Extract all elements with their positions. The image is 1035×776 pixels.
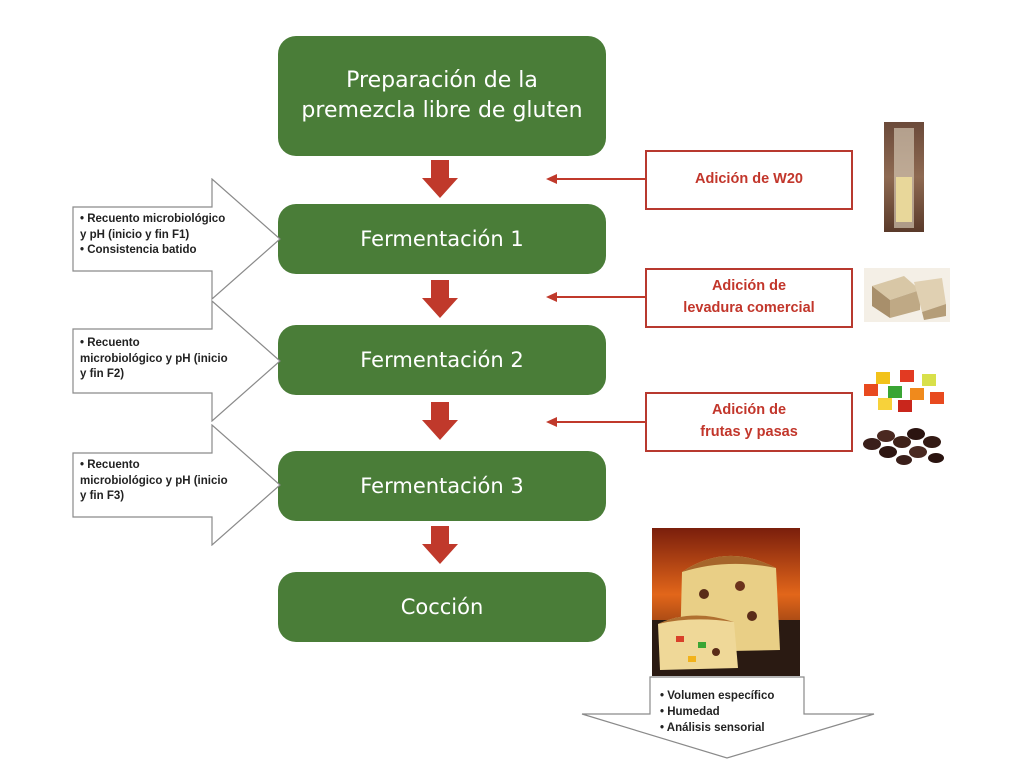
panettone-photo (652, 528, 800, 676)
candied-fruit-photo (860, 364, 948, 416)
final-measurement-arrow (581, 676, 875, 759)
measurement-f1-item-2: • Consistencia batido (80, 244, 197, 257)
addition-arrow-frutas (546, 417, 646, 427)
final-measurement-item-2: • Humedad (660, 706, 720, 719)
measurement-text-f2: • Recuento microbiológico y pH (inicio y… (80, 336, 276, 383)
step-coccion: Cocción (278, 572, 606, 642)
yeast-photo (864, 268, 950, 322)
addition-w20-line-1: Adición de W20 (695, 171, 803, 188)
step-prep: Preparación de la premezcla libre de glu… (278, 36, 606, 156)
measurement-arrow-f1 (72, 178, 281, 300)
measurement-f2-item-1: • Recuento microbiológico y pH (inicio y… (80, 337, 228, 381)
measurement-f1-item-1: • Recuento microbiológico y pH (inicio y… (80, 213, 226, 241)
addition-levadura: Adición de levadura comercial (645, 268, 853, 328)
measurement-arrow-f2 (72, 300, 281, 422)
down-arrow-3 (422, 402, 458, 440)
measurement-arrow-f3 (72, 424, 281, 546)
step-fermentacion-1-label: Fermentación 1 (360, 226, 524, 251)
step-fermentacion-3: Fermentación 3 (278, 451, 606, 521)
step-fermentacion-1: Fermentación 1 (278, 204, 606, 274)
down-arrow-1 (422, 160, 458, 198)
down-arrow-4 (422, 526, 458, 564)
final-measurement-item-1: • Volumen específico (660, 690, 775, 702)
addition-arrow-levadura (546, 292, 646, 302)
addition-arrow-w20 (546, 174, 646, 184)
down-arrow-2 (422, 280, 458, 318)
addition-frutas-line-1: Adición de (711, 402, 787, 419)
final-measurement-text: • Volumen específico • Humedad • Análisi… (660, 688, 774, 736)
step-fermentacion-3-label: Fermentación 3 (360, 473, 524, 498)
step-prep-line-1: Preparación de la (346, 68, 538, 94)
w20-photo (884, 122, 924, 232)
addition-levadura-line-2: levadura comercial (683, 300, 815, 316)
addition-w20: Adición de W20 (645, 150, 853, 210)
final-measurement-item-3: • Análisis sensorial (660, 722, 765, 735)
step-fermentacion-2-label: Fermentación 2 (360, 347, 524, 372)
measurement-text-f3: • Recuento microbiológico y pH (inicio y… (80, 458, 276, 505)
raisins-photo (860, 420, 948, 470)
measurement-f3-item-1: • Recuento microbiológico y pH (inicio y… (80, 459, 228, 503)
step-prep-line-2: premezcla libre de gluten (301, 98, 583, 123)
step-coccion-label: Cocción (400, 594, 484, 619)
addition-frutas-line-2: frutas y pasas (700, 424, 798, 440)
measurement-text-f1: • Recuento microbiológico y pH (inicio y… (80, 212, 276, 259)
step-fermentacion-2: Fermentación 2 (278, 325, 606, 395)
addition-levadura-line-1: Adición de (711, 278, 787, 295)
addition-frutas: Adición de frutas y pasas (645, 392, 853, 452)
